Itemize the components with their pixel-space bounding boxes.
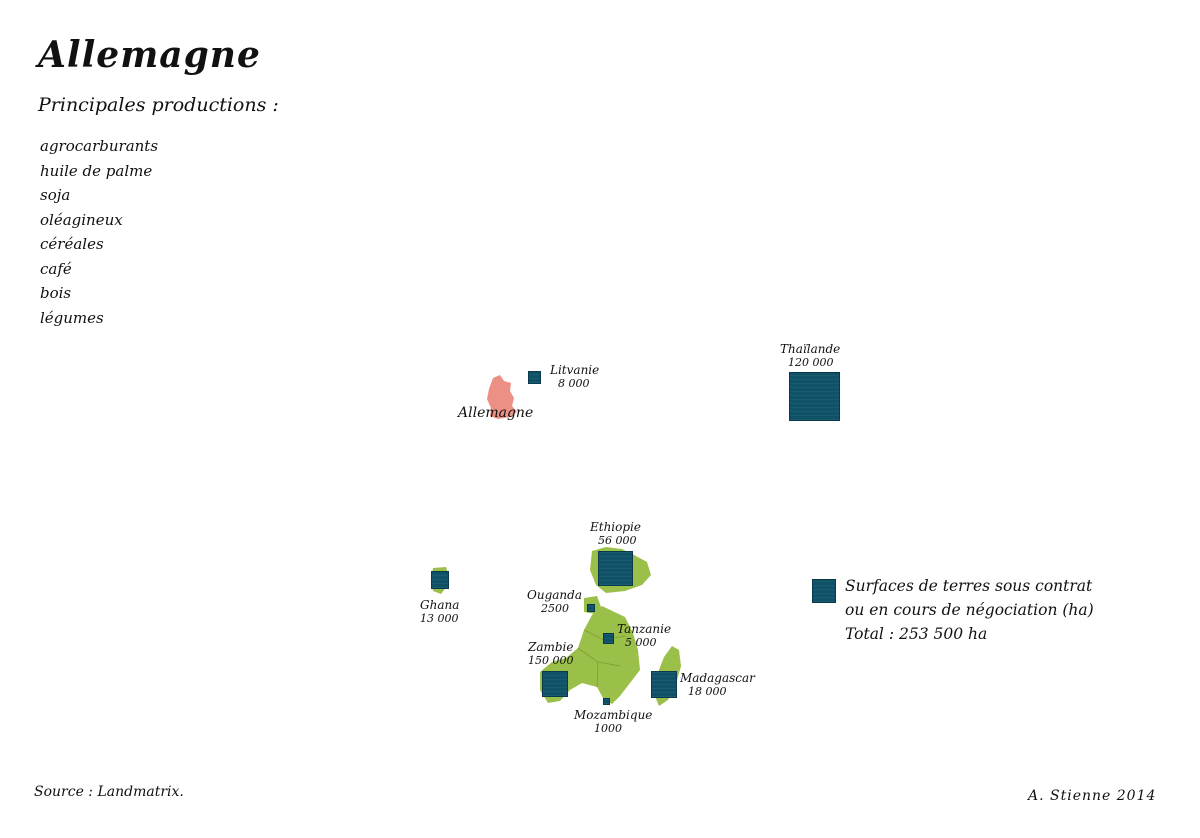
land-square-mozambique [603,698,610,705]
country-value: 18 000 [688,685,727,698]
productions-list: agrocarburants huile de palme soja oléag… [40,134,158,330]
production-item: bois [40,284,72,302]
land-square-ghana [431,571,449,589]
label-ouganda: Ouganda 2500 [527,588,582,616]
country-value: 8 000 [558,377,590,390]
land-square-tanzanie [603,633,614,644]
production-item: café [40,259,72,278]
production-item: soja [40,186,71,204]
label-tanzanie: Tanzanie 5 000 [617,622,671,650]
land-square-zambie [542,671,568,697]
label-zambie: Zambie 150 000 [528,640,574,668]
production-item: agrocarburants [40,137,159,155]
author-signature: A. Stienne 2014 [1028,788,1157,804]
label-mozambique: Mozambique 1000 [574,708,652,736]
label-ghana: Ghana 13 000 [420,598,459,626]
country-value: 150 000 [528,654,574,667]
production-item: huile de palme [40,161,153,180]
country-value: 5 000 [625,636,657,649]
production-item: céréales [40,235,104,253]
production-item: oléagineux [40,210,123,229]
source-note: Source : Landmatrix. [34,784,184,800]
country-value: 2500 [541,602,569,615]
country-name: Mozambique [574,708,653,722]
country-value: 13 000 [420,612,459,625]
country-name: Litvanie [550,363,600,377]
legend-total: Total : 253 500 ha [845,625,988,643]
country-name: Zambie [528,640,574,654]
country-name: Tanzanie [617,622,672,636]
label-madagascar: Madagascar 18 000 [680,671,755,699]
germany-shape [487,375,517,419]
land-square-lituanie [528,371,541,384]
land-square-ethiopie [598,551,633,586]
country-name: Thaïlande [780,342,841,356]
map-title: Allemagne [38,34,261,76]
country-name: Ethiopie [590,520,641,534]
country-value: 1000 [594,722,622,735]
land-square-madagascar [651,671,677,698]
germany-label: Allemagne [458,405,534,421]
label-thailande: Thaïlande 120 000 [780,342,840,370]
land-square-thailande [789,372,840,421]
legend-line-2: ou en cours de négociation (ha) [845,601,1094,619]
production-item: légumes [40,308,104,327]
country-name: Madagascar [680,671,755,685]
legend-swatch [812,579,836,603]
productions-heading: Principales productions : [38,94,279,116]
legend: Surfaces de terres sous contrat ou en co… [845,574,1165,646]
country-value: 120 000 [788,356,834,369]
country-name: Ouganda [527,588,582,602]
legend-line-1: Surfaces de terres sous contrat [845,577,1093,595]
land-square-ouganda [587,604,595,612]
label-ethiopie: Ethiopie 56 000 [590,520,641,548]
label-lituanie: Litvanie 8 000 [550,363,599,391]
malawi-shape [604,648,617,690]
country-name: Ghana [420,598,460,612]
country-value: 56 000 [598,534,637,547]
